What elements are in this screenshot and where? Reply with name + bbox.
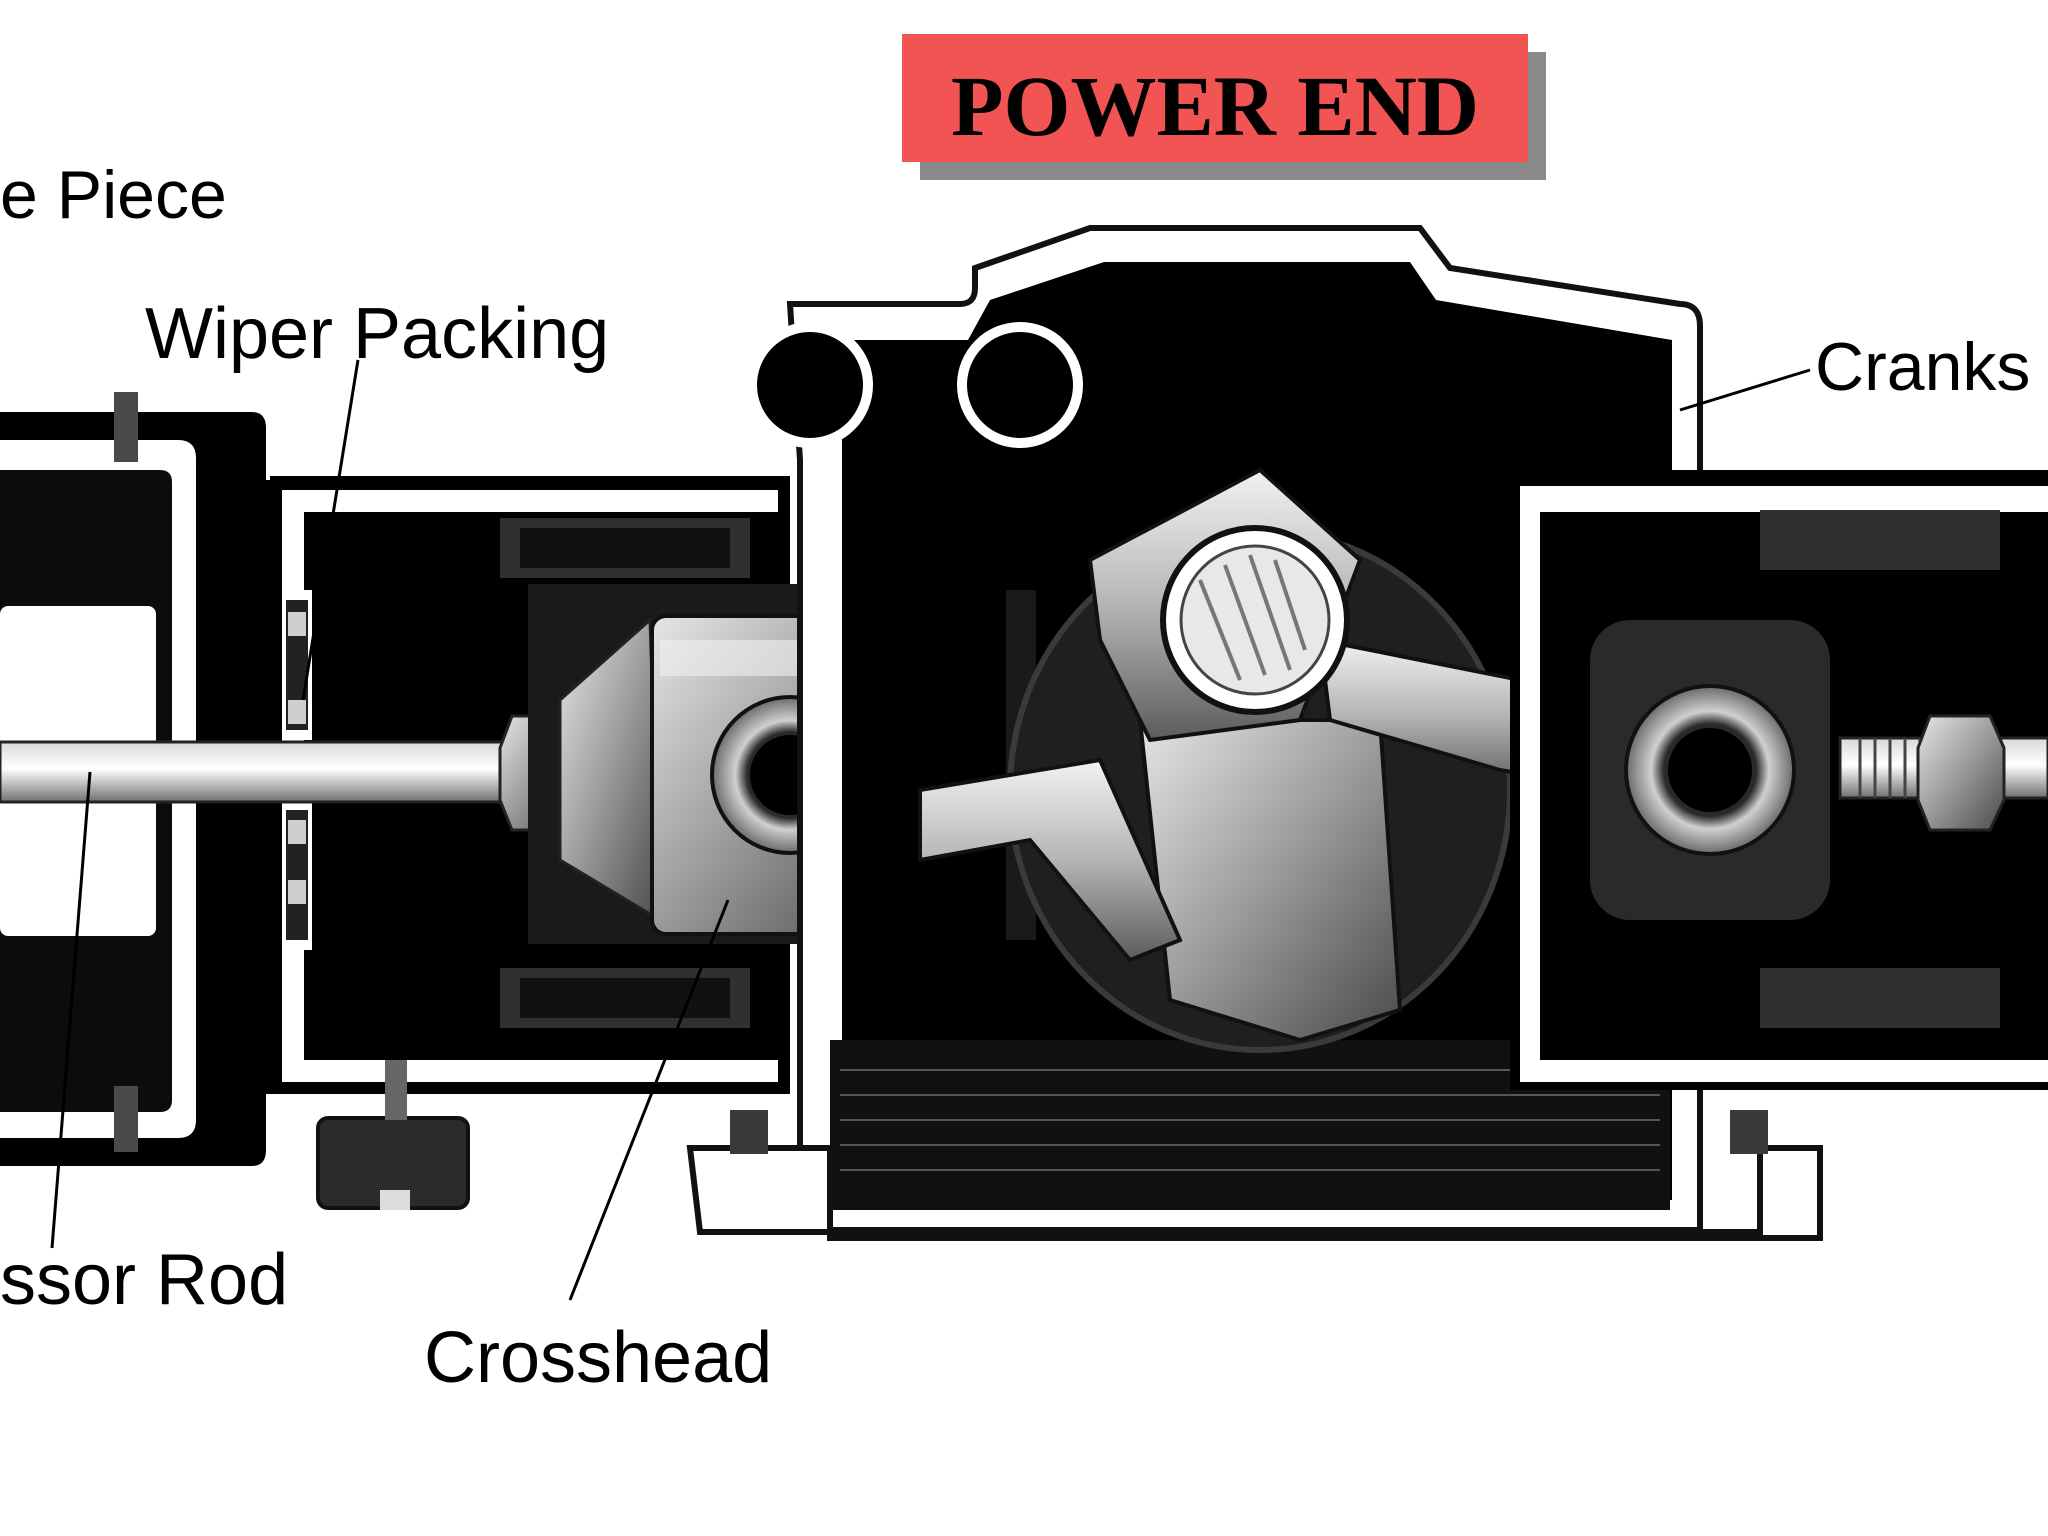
title-background [902, 34, 1528, 162]
wiper-packing-leader [301, 359, 360, 701]
label-crosshead: Crosshead [424, 1318, 772, 1398]
leader-lines [50, 359, 1811, 1301]
lubricator-block [316, 1060, 470, 1210]
crankshaft-journal [1160, 525, 1350, 715]
compressor-rod-leader [50, 771, 92, 1249]
crosshead-leader [568, 899, 730, 1301]
right-crosshead [1510, 470, 2048, 1090]
label-compressor-rod: ssor Rod [0, 1240, 288, 1320]
label-crankshaft: Cranks [1815, 329, 2030, 405]
title-box: POWER END [902, 34, 1546, 180]
page-title: POWER END [951, 58, 1479, 154]
label-wiper-packing: Wiper Packing [145, 294, 609, 374]
crankshaft-leader [1679, 368, 1811, 412]
label-distance-piece: e Piece [0, 157, 227, 233]
